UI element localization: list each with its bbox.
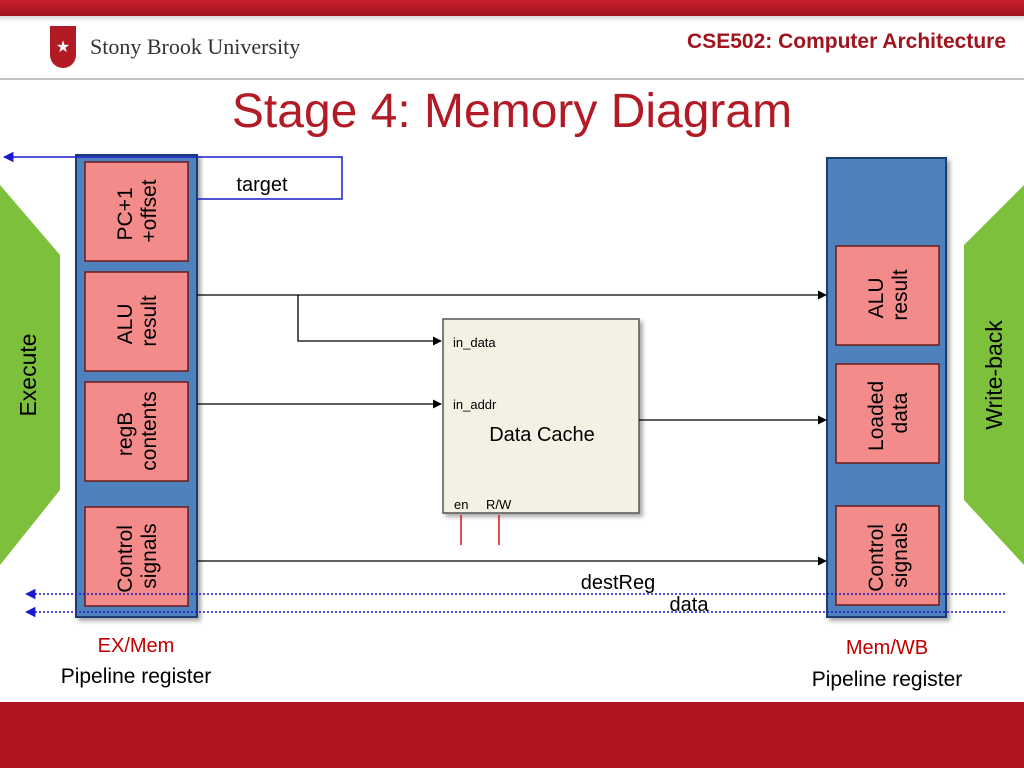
- svg-text:regB contents: regB contents: [114, 391, 161, 470]
- mem-wb-box-loaded-data: Loaded data: [835, 363, 940, 464]
- mem-wb-sublabel: Pipeline register: [812, 668, 963, 691]
- ex-mem-box-regb-contents: regB contents: [84, 381, 189, 482]
- header-divider: [0, 78, 1024, 80]
- ex-mem-box-line2: contents: [138, 391, 161, 470]
- university-logo: ★ Stony Brook University: [50, 26, 300, 68]
- svg-text:Loaded data: Loaded data: [865, 375, 912, 451]
- mem-wb-box-line1: ALU: [865, 277, 888, 318]
- ex-mem-box-line1: regB: [114, 412, 137, 456]
- target-label: target: [236, 174, 288, 196]
- execute-stage: Execute: [0, 185, 60, 565]
- ex-mem-box-line1: PC+1: [114, 187, 137, 240]
- ex-mem-box-alu-result: ALU result: [84, 271, 189, 372]
- university-name: Stony Brook University: [90, 34, 301, 59]
- svg-text:ALU result: ALU result: [114, 295, 161, 347]
- data-label: data: [670, 594, 710, 616]
- destreg-label: destReg: [581, 572, 656, 594]
- ex-mem-label: EX/Mem: [98, 635, 175, 657]
- cache-en-label: en: [454, 497, 468, 512]
- svg-text:Control signals: Control signals: [865, 518, 912, 592]
- svg-text:Control signals: Control signals: [114, 519, 161, 593]
- star-shield-icon: ★: [50, 26, 76, 68]
- branch-target-wire: [2, 151, 343, 200]
- mem-wb-register: ALU result Loaded data Control signals M…: [812, 157, 963, 691]
- slide-title: Stage 4: Memory Diagram: [231, 85, 793, 138]
- ex-mem-box-line2: result: [138, 295, 161, 347]
- data-cache-body: [442, 318, 640, 514]
- cache-in-data-label: in_data: [453, 335, 496, 350]
- ex-mem-box-pc-offset: PC+1 +offset: [84, 161, 189, 262]
- ex-mem-box-line1: ALU: [114, 303, 137, 344]
- top-accent-bar: [0, 0, 1024, 16]
- mem-wb-box-line2: result: [889, 269, 912, 321]
- ex-mem-register: PC+1 +offset ALU result regB contents Co…: [61, 154, 212, 688]
- mem-wb-box-line2: signals: [889, 522, 912, 587]
- writeback-label: Write-back: [981, 320, 1007, 430]
- cache-address-wire: [297, 295, 442, 346]
- mem-wb-box-control-signals: Control signals: [835, 505, 940, 606]
- course-title: CSE502: Computer Architecture: [687, 30, 1006, 53]
- ex-mem-box-control-signals: Control signals: [84, 506, 189, 607]
- ex-mem-box-line1: Control: [114, 525, 137, 593]
- top-shadow: [0, 16, 1024, 22]
- memory-stage-diagram: Execute Write-back PC+1 +offset ALU resu…: [0, 151, 1024, 691]
- svg-text:PC+1 +offset: PC+1 +offset: [114, 179, 161, 242]
- cache-rw-label: R/W: [486, 497, 512, 512]
- execute-arrow-shape: [0, 185, 60, 565]
- data-cache-title: Data Cache: [489, 424, 595, 446]
- mem-wb-box-line1: Loaded: [865, 381, 888, 451]
- bottom-accent-bar: [0, 702, 1024, 768]
- ex-mem-box-line2: +offset: [138, 179, 161, 242]
- mem-wb-box-alu-result: ALU result: [835, 245, 940, 346]
- mem-wb-box-line2: data: [889, 392, 912, 433]
- mem-wb-box-line1: Control: [865, 524, 888, 592]
- mem-wb-label: Mem/WB: [846, 637, 928, 659]
- execute-label: Execute: [15, 333, 41, 416]
- writeback-arrow-shape: [964, 185, 1024, 565]
- ex-mem-box-line2: signals: [138, 523, 161, 588]
- data-cache: in_data in_addr Data Cache en R/W: [442, 318, 640, 514]
- writeback-stage: Write-back: [964, 185, 1024, 565]
- cache-in-addr-label: in_addr: [453, 397, 497, 412]
- ex-mem-sublabel: Pipeline register: [61, 665, 212, 688]
- svg-text:ALU result: ALU result: [865, 269, 912, 321]
